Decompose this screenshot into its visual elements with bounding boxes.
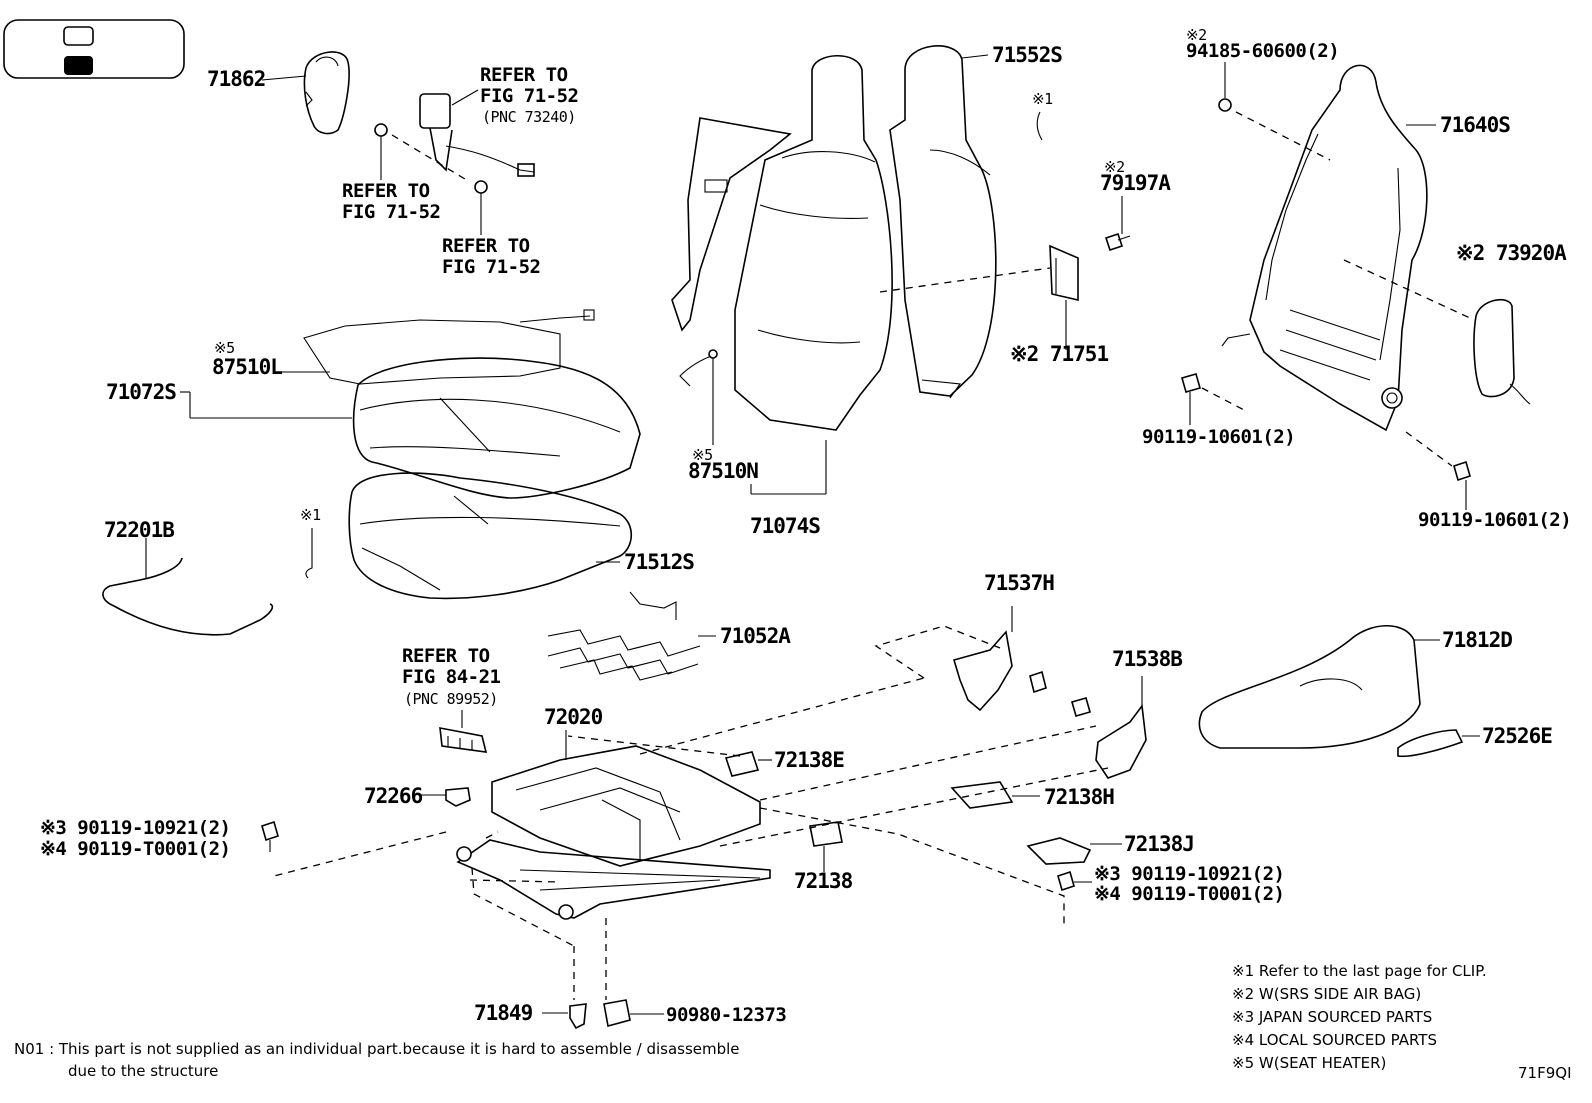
bracket-drawing [1049, 196, 1131, 350]
seat-spring-drawing [547, 591, 716, 681]
seat-adjuster-drawing [261, 625, 1109, 1030]
clip-mark-top: ※1 [1032, 90, 1053, 108]
part-90119-a-label[interactable]: 90119-10601(2) [1142, 426, 1296, 448]
headrest-cover-drawing [261, 51, 350, 135]
part-72138H-label[interactable]: 72138H [1044, 785, 1115, 809]
part-71849-label[interactable]: 71849 [474, 1001, 533, 1025]
part-71072S-label[interactable]: 71072S [106, 380, 177, 404]
refer-belt-a-line3: (PNC 73240) [482, 108, 576, 126]
part-71640S-label[interactable]: 71640S [1440, 113, 1511, 137]
seatback-drawing [671, 45, 1051, 495]
part-71862-label[interactable]: 71862 [207, 67, 266, 91]
filled-seat-icon [64, 56, 93, 75]
part-71537H-label[interactable]: 71537H [984, 571, 1055, 595]
bolt-left-b-label[interactable]: ※4 90119-T0001(2) [40, 838, 231, 860]
mark-79197A: ※2 [1104, 158, 1125, 176]
refer-adj-line2[interactable]: FIG 84-21 [402, 666, 501, 688]
part-72266-label[interactable]: 72266 [364, 784, 423, 808]
clip-mark-mid: ※1 [300, 506, 321, 524]
refer-adj-line3: (PNC 89952) [404, 690, 498, 708]
part-72020-label[interactable]: 72020 [544, 705, 603, 729]
part-72138E-label[interactable]: 72138E [774, 748, 845, 772]
refer-belt-a-line1[interactable]: REFER TO [480, 64, 568, 86]
part-71512S-label[interactable]: 71512S [624, 550, 695, 574]
mark-94185: ※2 [1186, 26, 1207, 44]
part-94185-label[interactable]: 94185-60600(2) [1186, 40, 1340, 62]
refer-belt-b-line2[interactable]: FIG 71-52 [342, 201, 441, 223]
part-71538B-label[interactable]: 71538B [1112, 647, 1183, 671]
bottom-note-line2: due to the structure [68, 1062, 219, 1080]
footnote-2: ※2 W(SRS SIDE AIR BAG) [1232, 985, 1422, 1003]
mark-87510L: ※5 [214, 339, 235, 357]
side-covers-drawing [950, 606, 1147, 892]
part-87510L-label[interactable]: 87510L [212, 355, 283, 379]
footnote-3: ※3 JAPAN SOURCED PARTS [1232, 1008, 1433, 1026]
refer-belt-b-line1[interactable]: REFER TO [342, 180, 430, 202]
part-71052A-label[interactable]: 71052A [720, 624, 791, 648]
part-71552S-label[interactable]: 71552S [992, 43, 1063, 67]
refer-belt-c-line2[interactable]: FIG 71-52 [442, 256, 541, 278]
part-72201B-label[interactable]: 72201B [104, 518, 175, 542]
mark-87510N: ※5 [692, 446, 713, 464]
seatback-frame-drawing [1181, 62, 1531, 510]
part-90119-b-label[interactable]: 90119-10601(2) [1418, 509, 1572, 531]
wire-drawing [102, 538, 274, 636]
part-72526E-label[interactable]: 72526E [1482, 724, 1553, 748]
bottom-note-line1: N01 : This part is not supplied as an in… [14, 1040, 740, 1058]
seat-shield-drawing [1198, 624, 1480, 758]
footnote-5: ※5 W(SEAT HEATER) [1232, 1054, 1387, 1072]
refer-belt-a-line2[interactable]: FIG 71-52 [480, 85, 579, 107]
empty-seat-icon [63, 26, 94, 46]
part-71751-label[interactable]: ※2 71751 [1010, 342, 1109, 366]
footnote-4: ※4 LOCAL SOURCED PARTS [1232, 1031, 1437, 1049]
seat-cushion-drawing [180, 309, 641, 600]
part-71074S-label[interactable]: 71074S [750, 514, 821, 538]
footnote-1: ※1 Refer to the last page for CLIP. [1232, 962, 1487, 980]
bolt-right-a-label[interactable]: ※3 90119-10921(2) [1094, 863, 1285, 885]
refer-belt-c-line1[interactable]: REFER TO [442, 235, 530, 257]
part-72138-label[interactable]: 72138 [794, 869, 853, 893]
figure-code: 71F9QI [1518, 1064, 1572, 1082]
bolt-right-b-label[interactable]: ※4 90119-T0001(2) [1094, 883, 1285, 905]
part-79197A-label[interactable]: 79197A [1100, 171, 1171, 195]
refer-adj-line1[interactable]: REFER TO [402, 645, 490, 667]
part-71812D-label[interactable]: 71812D [1442, 628, 1513, 652]
bolt-left-a-label[interactable]: ※3 90119-10921(2) [40, 817, 231, 839]
part-87510N-label[interactable]: 87510N [688, 459, 759, 483]
part-72138J-label[interactable]: 72138J [1124, 832, 1195, 856]
seat-position-legend [3, 19, 185, 79]
seat-belt-buckle-drawing [374, 89, 535, 235]
part-90980-label[interactable]: 90980-12373 [666, 1004, 787, 1026]
part-73920A-label[interactable]: ※2 73920A [1456, 241, 1567, 265]
